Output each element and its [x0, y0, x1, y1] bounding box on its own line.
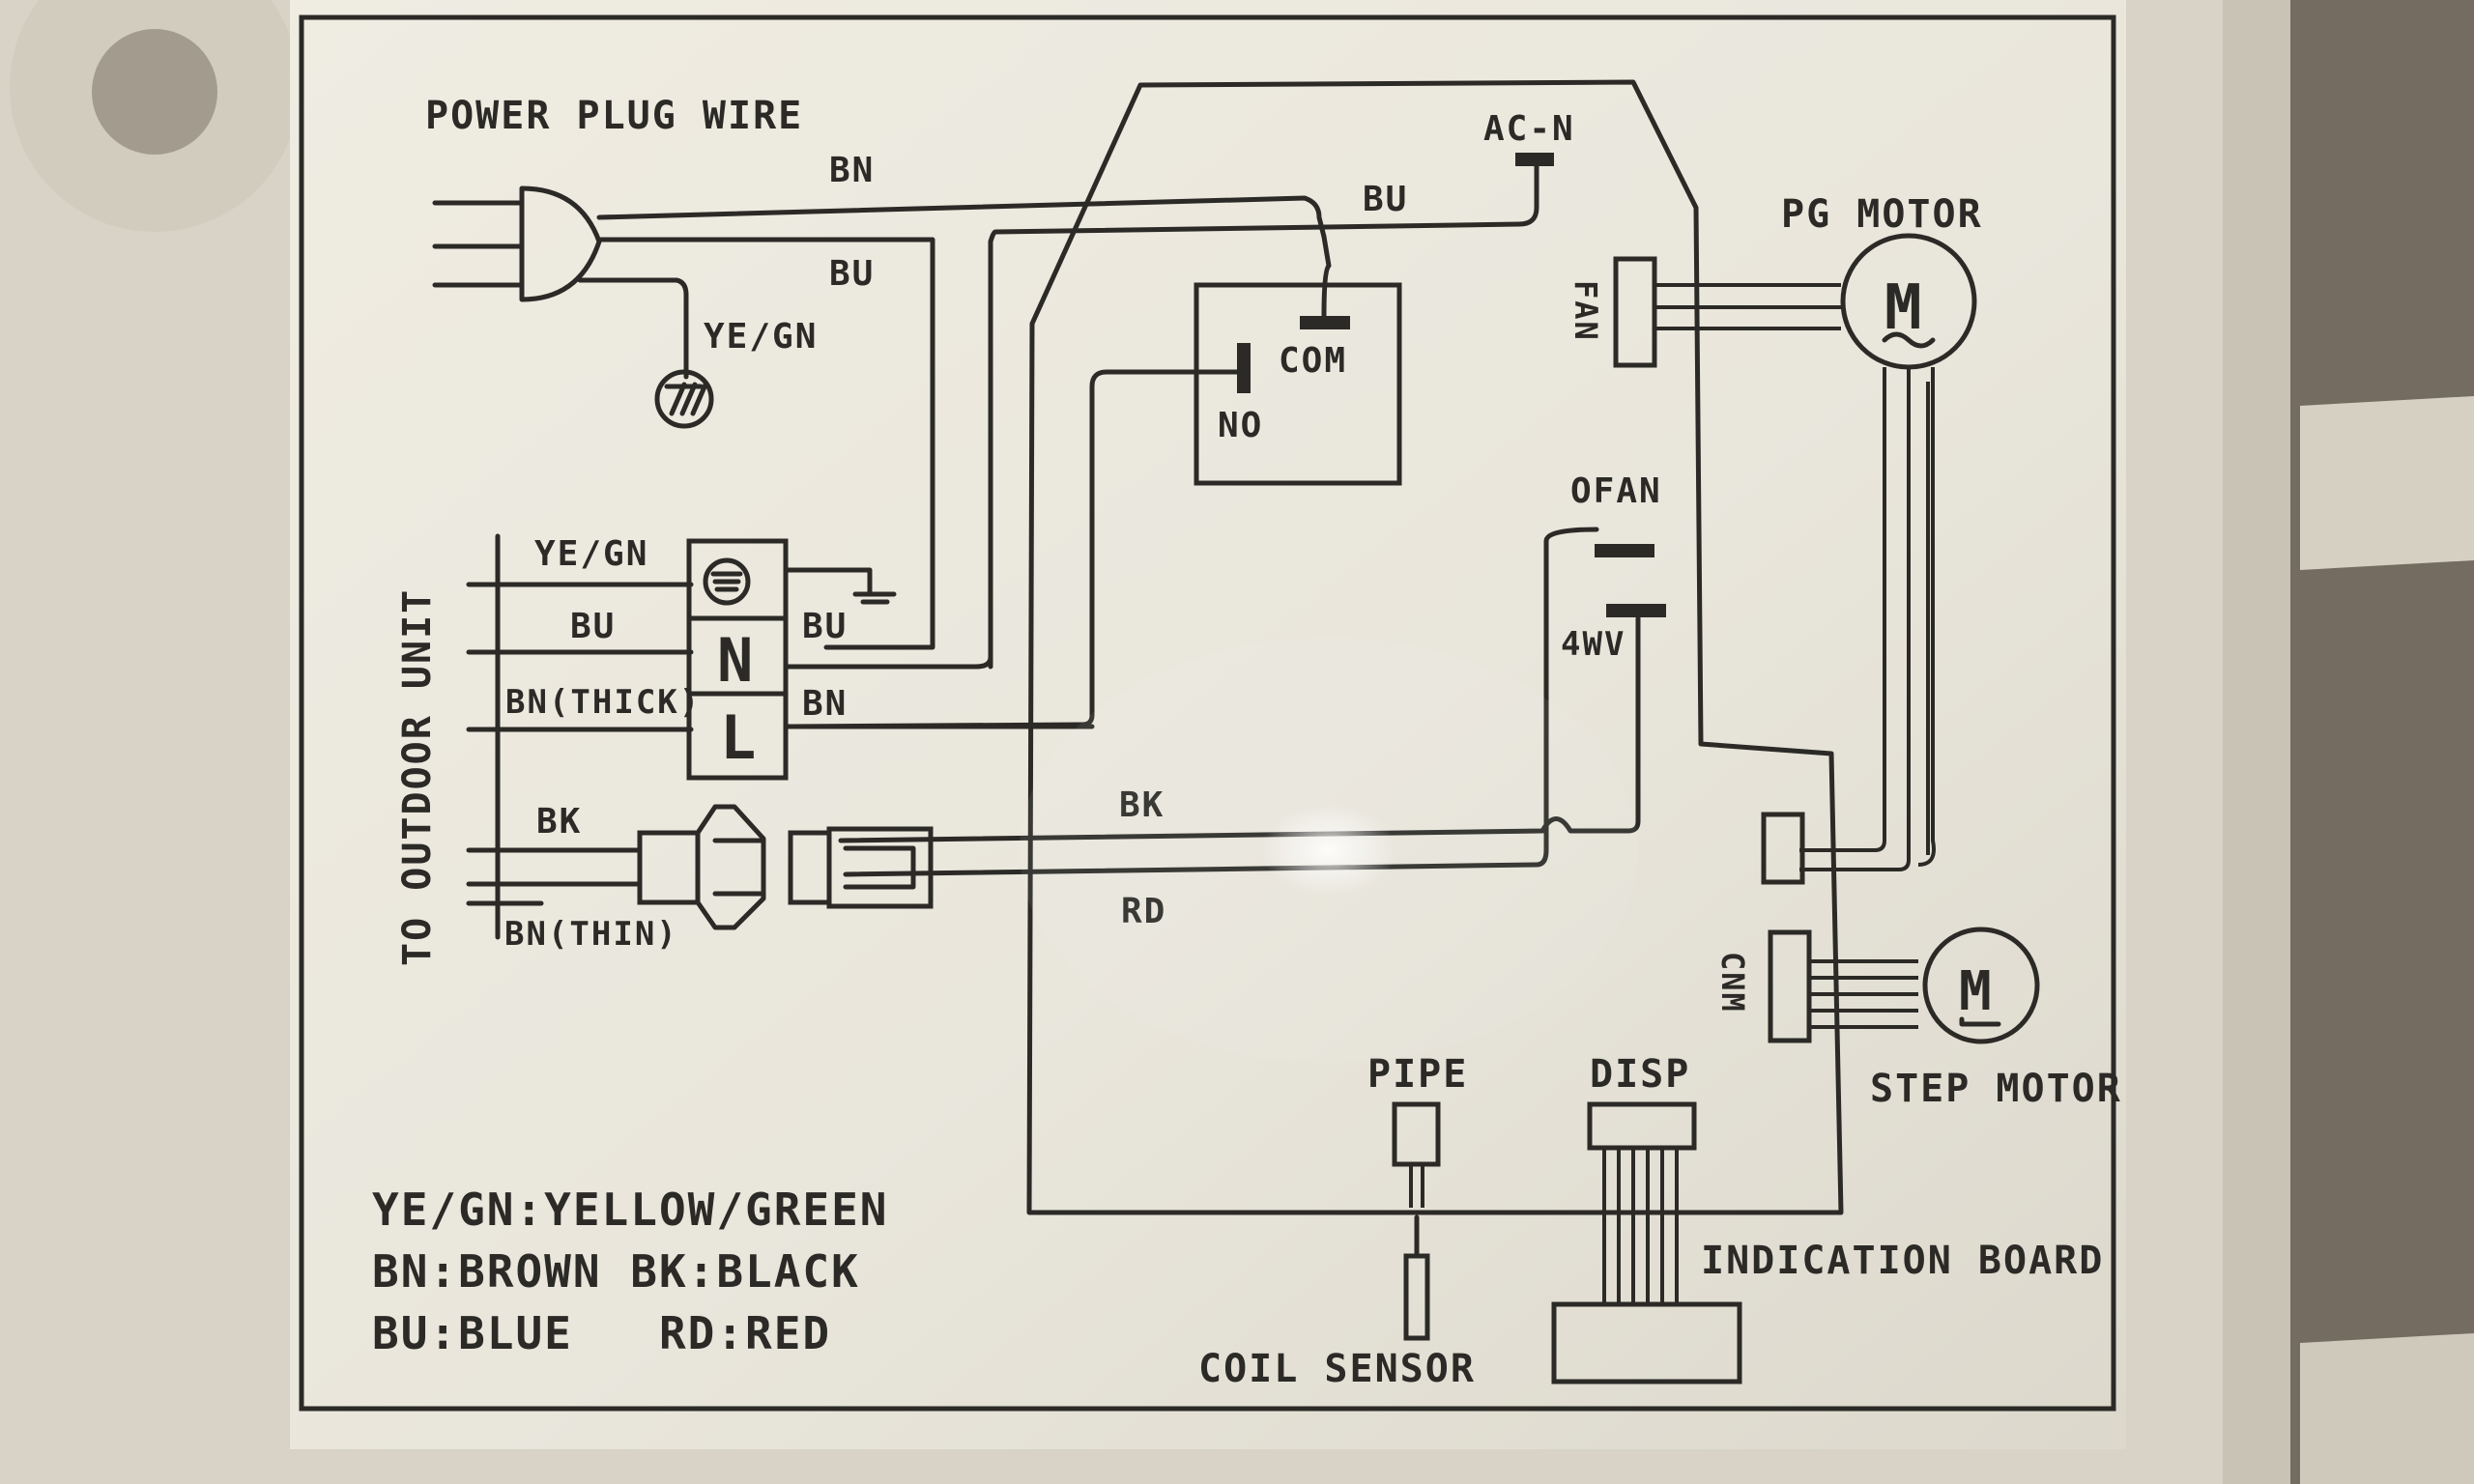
- tb-bu-right-label: BU: [802, 607, 848, 646]
- socket-connector-female: [788, 826, 934, 909]
- pg-connector: [1761, 812, 1805, 885]
- fan-wires: [1654, 283, 1841, 330]
- tb-bu-label: BU: [570, 607, 616, 646]
- housing-clip-right: [2300, 396, 2474, 570]
- relay-com-contact: [1300, 316, 1350, 329]
- pipe-label: PIPE: [1367, 1052, 1468, 1097]
- 4wv-terminal: [1606, 604, 1666, 617]
- flash-glare-soft: [1020, 638, 1638, 1063]
- coil-sensor-label: COIL SENSOR: [1198, 1347, 1476, 1391]
- wire-plug-yegn: [577, 277, 689, 380]
- wire-ofan: [843, 527, 1599, 877]
- pg-motor: M: [1840, 233, 1977, 370]
- tb-n-label: N: [717, 625, 755, 696]
- ofan-terminal: [1595, 544, 1654, 557]
- tb-yegn-label: YE/GN: [534, 534, 648, 574]
- terminal-ground-wire: [783, 567, 897, 605]
- relay-no-contact: [1237, 343, 1251, 393]
- plug-bn-label: BN: [829, 151, 875, 190]
- relay-box: [1194, 282, 1402, 486]
- 4wv-label: 4WV: [1561, 625, 1625, 664]
- to-outdoor-unit-label: TO OUTDOOR UNIT: [395, 588, 440, 966]
- power-plug-wire-label: POWER PLUG WIRE: [425, 94, 803, 138]
- wire-4wv: [838, 615, 1641, 843]
- disp-wires: [1602, 1148, 1679, 1304]
- coil-sensor-wires: [1409, 1164, 1424, 1208]
- housing-clip-right-lower: [2300, 1333, 2474, 1484]
- tb-bn-right-label: BN: [802, 684, 848, 724]
- wire-plug-bn: [596, 195, 1327, 240]
- bk-left-label: BK: [536, 802, 582, 842]
- plug-bu-label: BU: [829, 254, 875, 294]
- legend-line-2: BN:BROWN BK:BLACK: [372, 1245, 860, 1298]
- fan-label: FAN: [1568, 280, 1604, 342]
- bu-top-label: BU: [1363, 180, 1408, 219]
- step-motor: M: [1922, 927, 2040, 1044]
- pg-feedback-wires: [1799, 367, 1936, 871]
- disp-label: DISP: [1590, 1052, 1690, 1097]
- wire-com: [1321, 234, 1332, 319]
- fan-connector: [1613, 256, 1657, 368]
- pipe-connector: [1392, 1101, 1441, 1167]
- plug-connector-male: [637, 804, 766, 930]
- ofan-label: OFAN: [1570, 471, 1662, 511]
- pg-motor-label: PG MOTOR: [1781, 192, 1983, 237]
- tb-bnthick-label: BN(THICK): [505, 683, 701, 722]
- indication-board-box: [1551, 1301, 1742, 1384]
- wire-bu-acn: [988, 163, 1539, 670]
- relay-no-label: NO: [1218, 406, 1263, 445]
- legend-line-1: YE/GN:YELLOW/GREEN: [372, 1184, 889, 1236]
- cnm-wires: [1809, 959, 1918, 1029]
- plug-yegn-label: YE/GN: [704, 317, 818, 357]
- control-board-outline: [1026, 79, 1844, 1215]
- wire-tb-n: [783, 654, 993, 670]
- earth-terminal-icon: [703, 557, 751, 606]
- acn-terminal: [1515, 153, 1554, 166]
- terminal-block: [686, 538, 789, 781]
- tb-l-label: L: [720, 702, 758, 773]
- cnm-label: CNM: [1714, 952, 1751, 1013]
- flash-glare: [1261, 804, 1396, 897]
- cnm-connector: [1768, 929, 1812, 1043]
- wire-no: [790, 369, 1240, 729]
- indication-board-label: INDICATION BOARD: [1701, 1239, 2104, 1283]
- wire-plug-bu: [596, 237, 935, 650]
- bk-mid-label: BK: [1119, 785, 1165, 825]
- bn-thin-label: BN(THIN): [504, 915, 678, 954]
- label-sticker: [290, 0, 2126, 1449]
- rd-mid-label: RD: [1121, 892, 1166, 931]
- coil-sensor-probe: [1403, 1253, 1430, 1341]
- ground-symbol: [654, 369, 714, 429]
- screw-hole-inner: [92, 29, 217, 155]
- disp-connector: [1587, 1101, 1697, 1151]
- housing-right-edge: [2223, 0, 2290, 1484]
- pg-motor-m-label: M: [1884, 272, 1924, 344]
- step-motor-m-label: M: [1959, 960, 1994, 1023]
- label-border: [299, 14, 2116, 1412]
- legend-line-3: BU:BLUE RD:RED: [372, 1307, 831, 1359]
- acn-label: AC-N: [1483, 109, 1575, 149]
- relay-com-label: COM: [1279, 341, 1347, 381]
- step-motor-label: STEP MOTOR: [1870, 1067, 2122, 1111]
